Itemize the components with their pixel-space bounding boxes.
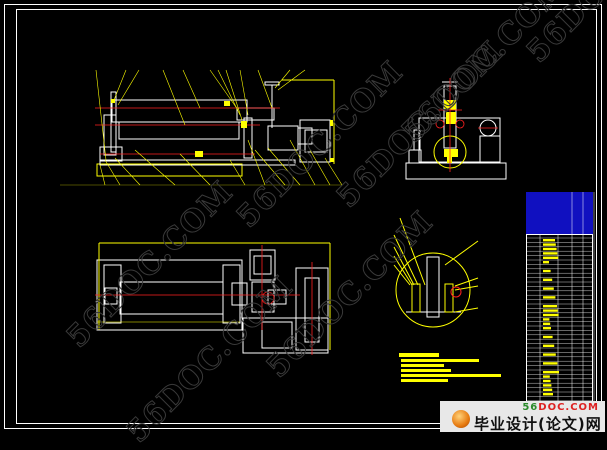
table-cell-text	[543, 362, 558, 365]
table-cell-text	[543, 305, 557, 308]
table-cell-text	[543, 327, 551, 330]
logo-site-text: 56DOC.COM	[522, 402, 599, 413]
table-cell-text	[543, 353, 556, 356]
table-cell-text	[543, 313, 559, 317]
front-view-leaders	[60, 69, 343, 186]
table-cell-text	[543, 296, 556, 299]
table-cell-text	[543, 388, 553, 391]
section-centermark	[450, 286, 462, 298]
table-cell-text	[543, 371, 559, 374]
plan-view-centerlines	[95, 245, 313, 355]
table-cell-text	[543, 252, 558, 255]
table-cell-text	[543, 247, 557, 251]
parts-list-table	[526, 192, 595, 423]
outer-frame	[4, 4, 602, 429]
front-view	[96, 79, 335, 177]
logo-ball-icon	[452, 410, 470, 428]
section-detail	[393, 217, 479, 328]
table-cell-text	[543, 318, 550, 321]
front-view-centerlines	[95, 107, 280, 155]
table-cell-text	[543, 269, 551, 273]
logo-name: 毕业设计(论文)网	[474, 415, 602, 433]
table-cell-text	[543, 278, 553, 281]
table-cell-text	[543, 309, 558, 312]
table-cell-text	[543, 287, 554, 290]
table-cell-text	[543, 243, 556, 246]
side-view-centerlines	[435, 78, 498, 172]
technical-notes-bars	[399, 353, 501, 382]
table-cell-text	[543, 239, 555, 242]
table-cell-text	[543, 384, 552, 387]
table-cell-text	[543, 375, 550, 378]
table-cell-text	[543, 393, 553, 396]
front-view-yellow-parts	[111, 99, 334, 162]
table-cell-text	[543, 322, 551, 325]
site-logo[interactable]: 56DOC.COM 毕业设计(论文)网	[440, 401, 605, 433]
table-cell-text	[543, 256, 559, 259]
cad-drawing-canvas[interactable]	[0, 0, 607, 434]
inner-frame	[16, 9, 597, 424]
side-view	[405, 81, 507, 180]
table-cell-text	[543, 335, 553, 339]
table-cell-text	[543, 379, 551, 383]
plan-view	[96, 242, 331, 354]
table-cell-text	[543, 261, 549, 264]
table-cell-text	[543, 344, 555, 347]
